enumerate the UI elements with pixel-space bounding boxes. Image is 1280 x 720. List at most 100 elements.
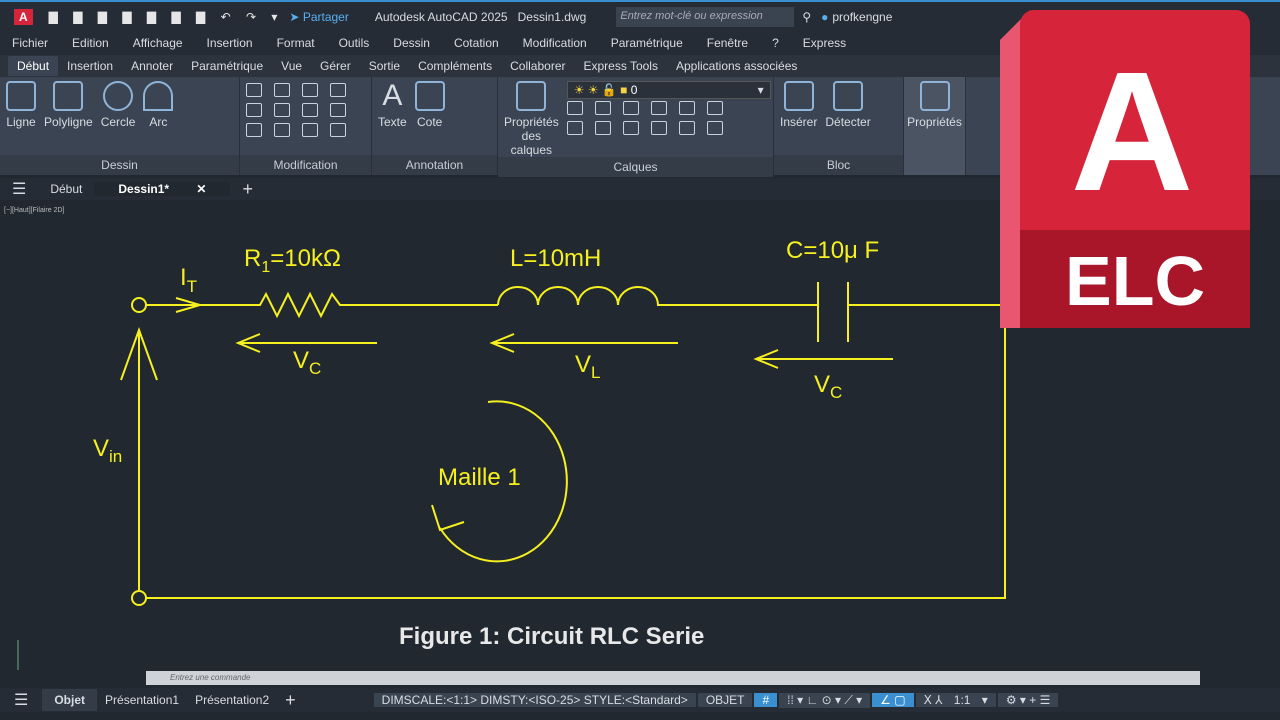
panel-proprietes: Propriétés: [904, 77, 966, 175]
ligne-label: Ligne: [6, 115, 36, 129]
layers-icon: [516, 81, 547, 111]
panel-title-modification[interactable]: Modification: [240, 155, 371, 175]
circle-icon: [103, 81, 134, 111]
menu-insertion[interactable]: Insertion: [206, 36, 253, 50]
share-button[interactable]: ➤ Partager: [289, 9, 349, 24]
user-icon: ●: [821, 9, 829, 24]
add-layout-button[interactable]: +: [285, 689, 296, 710]
cercle-tool[interactable]: Cercle: [101, 81, 135, 129]
tab-applications[interactable]: Applications associées: [675, 59, 798, 73]
menu-outils[interactable]: Outils: [338, 36, 370, 50]
app-title: Autodesk AutoCAD 2025: [374, 9, 508, 24]
model-space-button[interactable]: OBJET: [697, 693, 753, 707]
doc-tab-debut[interactable]: Début: [50, 182, 83, 196]
tab-objet[interactable]: Objet: [42, 689, 98, 711]
tab-presentation2[interactable]: Présentation2: [195, 693, 270, 707]
modify-tools[interactable]: [246, 83, 365, 137]
app-menu-button[interactable]: A: [14, 8, 33, 25]
proprietes-label: Propriétés: [907, 115, 962, 129]
inserer-tool[interactable]: Insérer: [780, 81, 817, 129]
tab-annoter[interactable]: Annoter: [131, 59, 174, 73]
snap-icon[interactable]: ⁞⁞ ▾ ∟ ⊙ ▾ ⟋ ▾: [779, 692, 871, 708]
tab-express-tools[interactable]: Express Tools: [583, 59, 658, 73]
label-c: C=10μ F: [786, 237, 879, 264]
panel-bloc: Insérer Détecter Bloc: [774, 77, 904, 175]
ligne-tool[interactable]: Ligne: [6, 81, 36, 129]
menu-cotation[interactable]: Cotation: [453, 36, 499, 50]
grid-icon[interactable]: #: [754, 693, 778, 707]
user-name[interactable]: profkengne: [832, 9, 893, 24]
layer-name: 0: [630, 83, 638, 97]
arc-tool[interactable]: Arc: [143, 81, 174, 129]
tab-vue[interactable]: Vue: [281, 59, 303, 73]
circuit-wires: [120, 282, 1006, 606]
layer-properties-tool[interactable]: Propriétés des calques: [504, 81, 559, 157]
panel-modification: Modification: [240, 77, 372, 175]
text-icon: A: [382, 79, 403, 112]
menu-affichage[interactable]: Affichage: [132, 36, 183, 50]
polyligne-label: Polyligne: [44, 115, 93, 129]
tab-collaborer[interactable]: Collaborer: [510, 59, 566, 73]
label-r1: R1=10kΩ: [244, 245, 341, 276]
quick-access-toolbar[interactable]: ▇ ▇ ▇ ▇ ▇ ▇ ▇ ↶ ↷ ▾: [48, 9, 284, 24]
new-tab-button[interactable]: +: [242, 178, 253, 199]
proprietes-tool[interactable]: Propriétés: [907, 81, 962, 129]
detecter-label: Détecter: [825, 115, 871, 129]
label-mesh: Maille 1: [438, 464, 521, 491]
panel-title-calques[interactable]: Calques: [498, 157, 773, 177]
close-icon[interactable]: ✕: [196, 182, 207, 196]
tab-debut[interactable]: Début: [8, 56, 59, 76]
tab-parametrique[interactable]: Paramétrique: [191, 59, 264, 73]
hamburger-icon[interactable]: ☰: [12, 181, 27, 198]
search-input[interactable]: Entrez mot-clé ou expression: [616, 6, 795, 27]
panel-calques: Propriétés des calques ☀ ☀ 🔓 ■ 0▾ Calque…: [498, 77, 774, 177]
label-vc1: VC: [293, 347, 321, 378]
arc-label: Arc: [149, 115, 168, 129]
tab-gerer[interactable]: Gérer: [320, 59, 351, 73]
menu-edition[interactable]: Edition: [72, 36, 109, 50]
panel-title-annotation[interactable]: Annotation: [372, 155, 497, 175]
panel-dessin: Ligne Polyligne Cercle Arc Dessin: [0, 77, 240, 175]
tab-insertion[interactable]: Insertion: [67, 59, 114, 73]
panel-title-bloc[interactable]: Bloc: [774, 155, 903, 175]
properties-icon: [919, 81, 950, 111]
panel-title-dessin[interactable]: Dessin: [0, 155, 239, 175]
cote-tool[interactable]: Cote: [414, 81, 445, 129]
ortho-icon[interactable]: ∠ ▢: [872, 693, 914, 707]
layer-tools[interactable]: [566, 101, 771, 135]
viewport-label[interactable]: [−][Haut][Filaire 2D]: [4, 207, 65, 214]
command-input[interactable]: Entrez une commande: [146, 671, 1200, 685]
share-label: Partager: [302, 9, 349, 24]
settings-icon[interactable]: ⚙ ▾ + ☰: [997, 693, 1059, 707]
menu-help[interactable]: ?: [772, 36, 779, 50]
layer-properties-label: Propriétés des calques: [504, 115, 559, 157]
menu-express[interactable]: Express: [802, 36, 847, 50]
layer-dropdown[interactable]: ☀ ☀ 🔓 ■ 0▾: [566, 81, 771, 99]
detecter-tool[interactable]: Détecter: [825, 81, 871, 129]
doc-tab-dessin1[interactable]: Dessin1* ✕: [94, 182, 231, 196]
menu-parametrique[interactable]: Paramétrique: [610, 36, 683, 50]
menu-format[interactable]: Format: [276, 36, 315, 50]
tab-sortie[interactable]: Sortie: [368, 59, 401, 73]
menu-fenetre[interactable]: Fenêtre: [706, 36, 749, 50]
tab-presentation1[interactable]: Présentation1: [105, 693, 180, 707]
dim-style-info: DIMSCALE:<1:1> DIMSTY:<ISO-25> STYLE:<St…: [373, 693, 696, 707]
dimension-icon: [414, 81, 445, 111]
menu-modification[interactable]: Modification: [522, 36, 587, 50]
hamburger-icon[interactable]: ☰: [14, 692, 29, 709]
file-name: Dessin1.dwg: [517, 9, 587, 24]
detect-icon: [833, 81, 864, 111]
inserer-label: Insérer: [780, 115, 818, 129]
status-bar: ☰ Objet Présentation1 Présentation2 + DI…: [0, 688, 1280, 712]
search-icon[interactable]: ⚲: [802, 9, 812, 24]
scale-label: 1:1: [953, 693, 971, 707]
label-vl: VL: [575, 351, 600, 382]
polyligne-tool[interactable]: Polyligne: [44, 81, 93, 129]
tab-complements[interactable]: Compléments: [418, 59, 493, 73]
menu-dessin[interactable]: Dessin: [393, 36, 430, 50]
annotation-scale[interactable]: Ⅹ ⅄ 1:1 ▾: [915, 693, 996, 707]
cote-label: Cote: [417, 115, 443, 129]
menu-fichier[interactable]: Fichier: [12, 36, 49, 50]
